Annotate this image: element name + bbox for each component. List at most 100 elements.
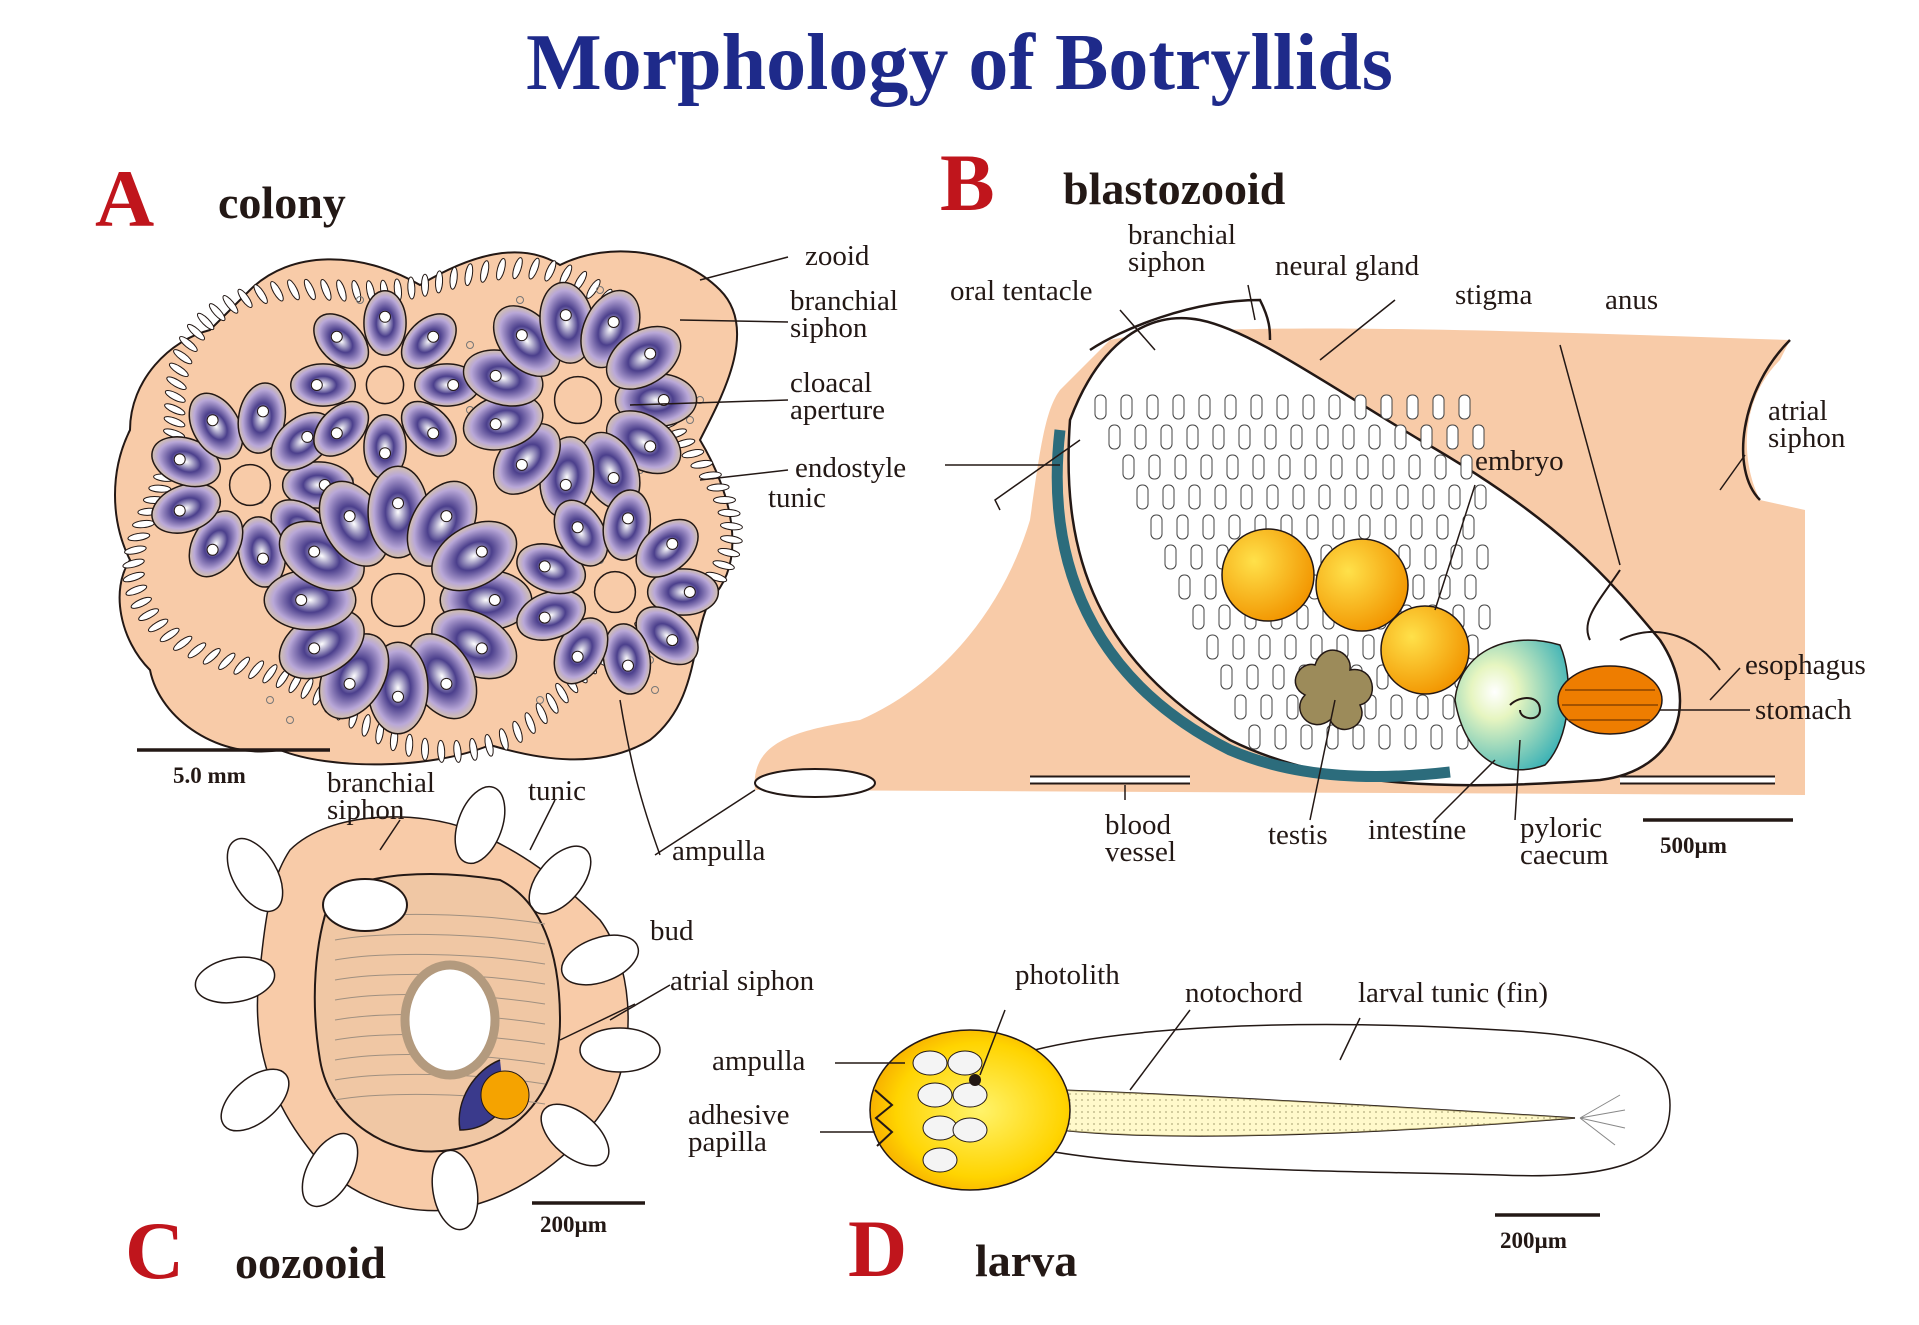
scale-label-b: 500µm [1660,833,1727,858]
branchial-siphon-opening [392,690,404,703]
stigma [1232,634,1245,660]
stigma [1354,394,1367,420]
scale-bars [137,748,1793,1217]
leader-lines [379,256,1750,1133]
stigma [1274,724,1287,750]
branchial-siphon-opening [392,497,404,510]
stigma [1120,394,1133,420]
scale-label-c: 200µm [540,1212,607,1237]
label-adhesive-papilla: adhesive papilla [688,1099,790,1158]
colony-ampulla [202,647,221,665]
tunic-cell [266,696,274,704]
scale-label-a: 5.0 mm [173,763,246,788]
stigma [1478,604,1491,630]
colony-ampulla [464,263,474,287]
anus-tube [1586,569,1621,641]
larval-ampulla [917,1082,953,1108]
colony-ampulla [147,618,169,633]
zooid [635,518,699,578]
branchial-siphon-opening [488,594,501,606]
colony-ampulla [179,336,198,352]
zooid [553,617,609,685]
branchial-siphon-outline [1089,298,1272,352]
stigma [1434,454,1447,480]
panel-letter-c: C [125,1205,185,1296]
stigma [1430,724,1443,750]
branchial-siphon-opening [256,552,269,565]
label-b-atrial-siphon: atrial siphon [1768,395,1846,454]
stigma [1136,484,1149,510]
label-esophagus: esophagus [1745,649,1866,681]
colony-ampulla [303,278,316,301]
stigma [1458,394,1471,420]
zooid [313,313,370,370]
oozooid-atrial-siphon [400,960,500,1080]
larval-ampulla [952,1117,988,1143]
stigma [1332,514,1345,540]
stigma [1432,394,1445,420]
colony-ampulla [453,739,462,763]
branchial-siphon-opening [538,560,551,573]
branchial-siphon-opening [440,677,453,690]
stigma [1250,394,1263,420]
colony-ampulla [287,279,300,301]
colony-ampulla [524,712,536,734]
stigma [1342,424,1355,450]
oozooid-bud [480,1070,530,1120]
embryo-3 [1380,605,1470,695]
colony-ampulla [124,545,147,555]
colony-ampulla [130,596,152,609]
branchial-siphon-opening [571,521,584,534]
colony-ampulla [484,734,494,757]
label-intestine: intestine [1368,814,1467,846]
stigma [1286,694,1299,720]
stigma [1404,724,1417,750]
branchial-siphon-opening [538,611,551,624]
oozooid-ampulla [540,1103,610,1167]
label-c-atrial-siphon: atrial siphon [670,965,815,997]
colony-ampulla [544,260,557,282]
colony-ampulla [233,656,251,675]
stigma [1202,514,1215,540]
label-b-branchial-siphon: branchial siphon [1128,219,1236,278]
stigma [1258,634,1271,660]
colony-ampulla [545,692,559,714]
branchial-siphon-opening [310,379,323,391]
larval-ampulla [922,1115,958,1141]
stigma [1310,634,1323,660]
branchial-siphon-opening [206,414,219,427]
stigma [1356,454,1369,480]
stigma [1344,484,1357,510]
stigma [1212,424,1225,450]
stigma [1272,664,1285,690]
stigma [1436,514,1449,540]
zooid [516,543,587,595]
colony-ampulla [196,312,215,331]
tunic-cell [596,286,604,294]
colony-ampulla [164,390,186,403]
stigma [1306,514,1319,540]
stigma [1164,544,1177,570]
colony-ampulla [336,279,347,302]
zooid [237,382,287,454]
cloacal-aperture [365,365,405,405]
branchial-siphon-opening [666,537,679,550]
zooid [400,313,457,370]
label-stigma: stigma [1455,279,1533,311]
colony-ampulla [496,258,506,281]
larval-ampulla [922,1147,958,1173]
oozooid-ampulla [301,1132,359,1208]
stigma [1178,574,1191,600]
scale-label-d: 200µm [1500,1228,1567,1253]
oozooid-ampulla [226,837,284,913]
branchial-siphon-opening [379,310,391,323]
colony-ampulla [498,728,509,751]
stigma [1122,454,1135,480]
colony-ampulla [712,496,736,504]
stigma [1160,424,1173,450]
adhesive-papilla [874,1089,894,1147]
label-larval-tunic: larval tunic (fin) [1358,977,1549,1009]
oozooid-ampulla [454,785,506,865]
tunic-cell [466,341,474,349]
colony-ampulla [480,260,490,283]
